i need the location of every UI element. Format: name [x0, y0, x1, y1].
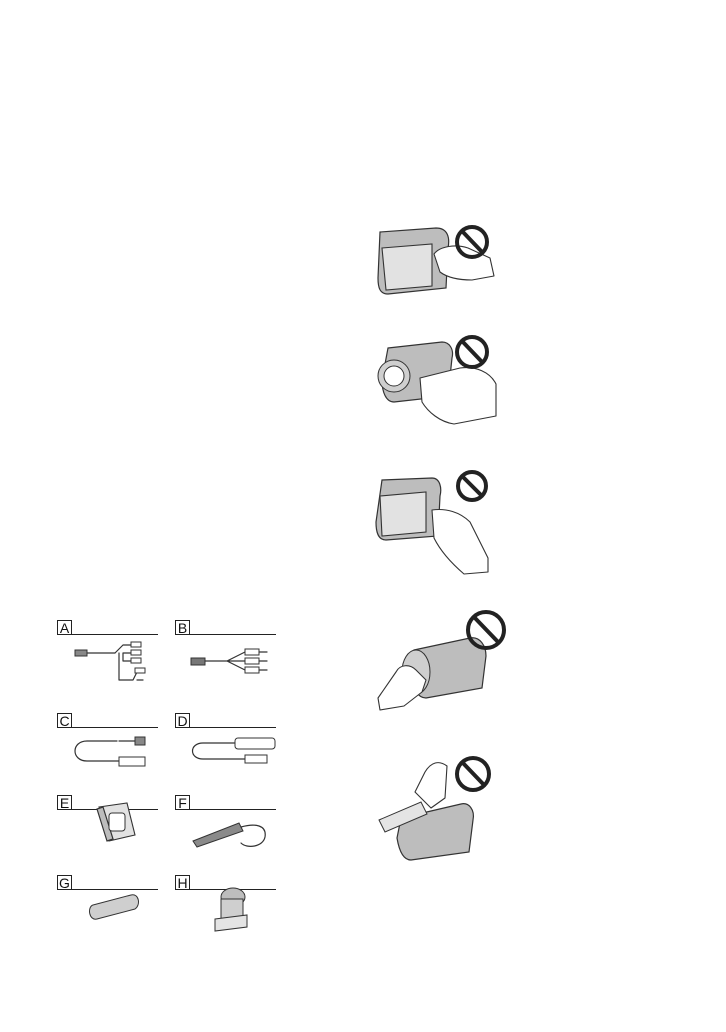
microphone-icon [175, 795, 305, 867]
eyecup-icon [57, 795, 187, 867]
usb-cable-icon [57, 713, 187, 785]
warning-hold-by-lcd [360, 218, 510, 300]
warning-hold-by-lens-hood [370, 608, 520, 718]
warning-hold-by-microphone [365, 748, 515, 868]
accessory-d: D [175, 713, 305, 785]
accessory-c: C [57, 713, 187, 785]
accessory-e: E [57, 795, 187, 867]
accessory-h: H [175, 875, 305, 947]
accessory-b: B [175, 620, 305, 692]
mic-holder-icon [175, 875, 305, 947]
accessory-a: A [57, 620, 187, 692]
windscreen-icon [57, 875, 187, 947]
usb-adaptor-cable-icon [175, 713, 305, 785]
av-cable-icon [57, 620, 187, 692]
warning-hold-by-battery [360, 470, 510, 580]
component-cable-icon [175, 620, 305, 692]
warning-hold-by-viewfinder [360, 332, 510, 434]
accessory-f: F [175, 795, 305, 867]
accessory-g: G [57, 875, 187, 947]
